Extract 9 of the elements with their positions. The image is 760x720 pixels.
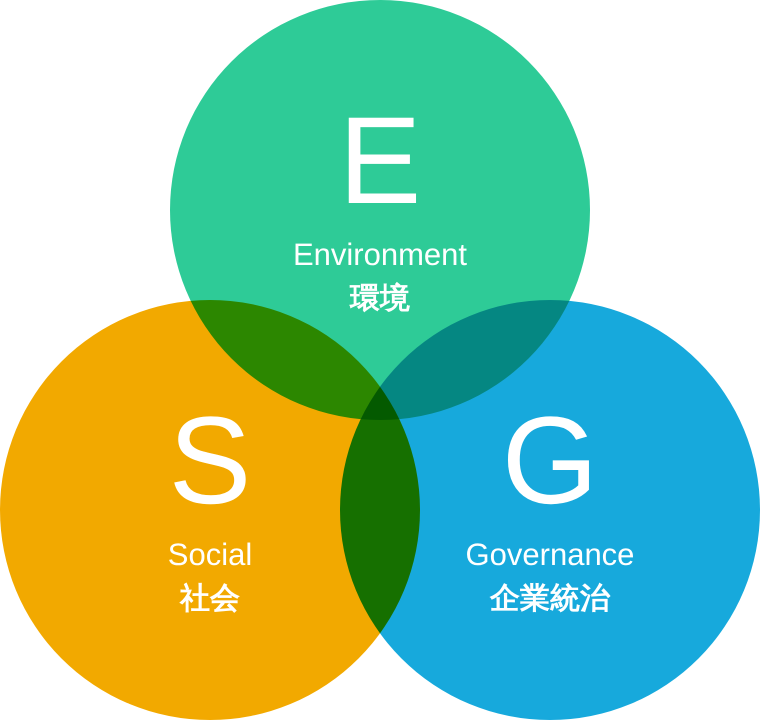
initial-letter: E [338, 99, 422, 224]
category-label: Environment [292, 236, 468, 274]
category-label: 企業統治 [490, 580, 610, 618]
category-label: Governance [466, 536, 634, 574]
initial-letter: G [502, 399, 598, 524]
initial-letter: S [168, 399, 252, 524]
category-label: 環境 [350, 280, 410, 318]
category-label: Social [168, 536, 252, 574]
category-label: 社会 [180, 580, 240, 618]
